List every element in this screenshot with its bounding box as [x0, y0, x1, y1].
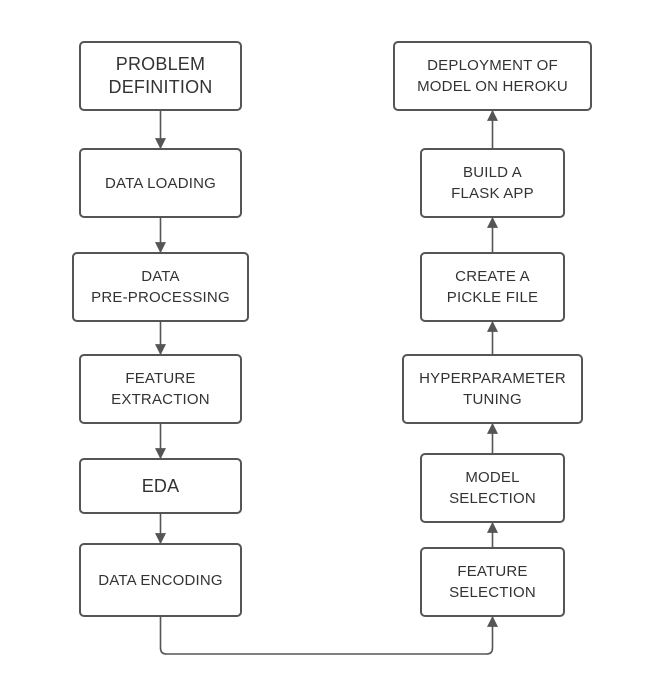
node-feature-extraction: FEATURE EXTRACTION	[79, 354, 242, 424]
node-create-pickle-file: CREATE A PICKLE FILE	[420, 252, 565, 322]
node-hyperparameter-tuning: HYPERPARAMETER TUNING	[402, 354, 583, 424]
node-eda: EDA	[79, 458, 242, 514]
arrow-data-encoding-to-feature-selection	[159, 615, 498, 655]
node-feature-selection: FEATURE SELECTION	[420, 547, 565, 617]
node-deployment: DEPLOYMENT OF MODEL ON HEROKU	[393, 41, 592, 111]
node-build-flask-app: BUILD A FLASK APP	[420, 148, 565, 218]
node-data-preprocessing: DATA PRE-PROCESSING	[72, 252, 249, 322]
node-data-loading: DATA LOADING	[79, 148, 242, 218]
node-model-selection: MODEL SELECTION	[420, 453, 565, 523]
node-data-encoding: DATA ENCODING	[79, 543, 242, 617]
node-problem-definition: PROBLEM DEFINITION	[79, 41, 242, 111]
